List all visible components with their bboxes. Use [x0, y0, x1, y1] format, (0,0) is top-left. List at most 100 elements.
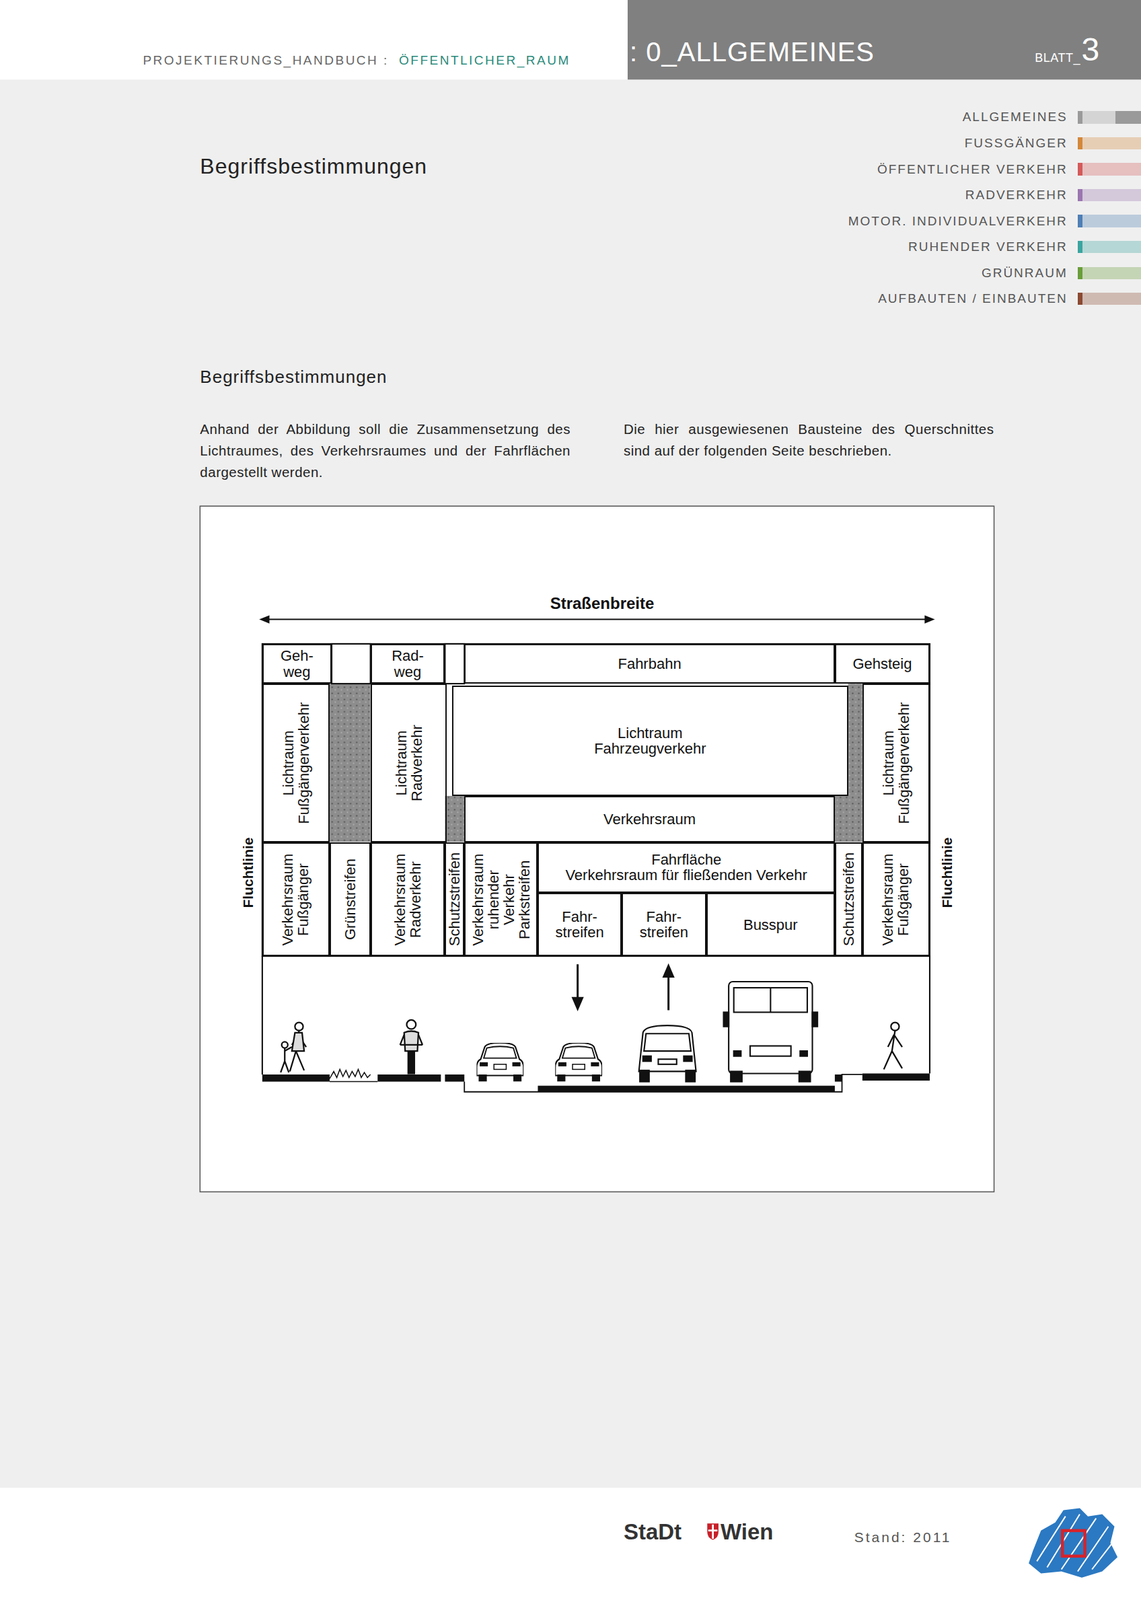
pedestrians-part	[281, 1041, 288, 1048]
cell-text: Gehsteig	[852, 655, 912, 673]
nav-item: RADVERKEHR	[965, 187, 1068, 203]
bus-part	[812, 1011, 819, 1026]
rotated-cell: Verkehrsraum Fußgänger	[862, 842, 930, 957]
table-frame-part	[331, 643, 371, 684]
bus-part	[799, 1050, 808, 1057]
table-cell: Fahr- streifen	[621, 892, 707, 956]
cell-text: Verkehrsraum Fußgänger	[280, 847, 312, 952]
bus-part	[730, 1071, 743, 1082]
table-cell: Lichtraum Fahrzeugverkehr	[452, 685, 849, 796]
rotated-cell: Lichtraum Fußgängerverkehr	[862, 683, 930, 842]
logo-text: Wien	[720, 1519, 774, 1545]
cell-text: Busspur	[743, 916, 798, 934]
body-text: Anhand der Abbildung soll die Zusammense…	[199, 418, 571, 484]
cell-text: Schutzstreifen	[840, 847, 857, 952]
van	[639, 1025, 697, 1082]
nav-swatch	[1077, 137, 1083, 150]
vienna-shield-part	[707, 1523, 719, 1540]
sheet-number: 3	[1081, 30, 1100, 68]
cars-part	[476, 1042, 524, 1082]
cell-text: Geh- weg	[274, 647, 319, 681]
grey-bands-part	[329, 683, 371, 842]
header-text: PROJEKTIERUNGS_HANDBUCH :	[142, 53, 389, 68]
nav-swatch	[1077, 267, 1083, 280]
cell-text: Fahrfläche	[651, 851, 722, 868]
cars-part	[555, 1042, 603, 1082]
rotated-cell: Schutzstreifen	[444, 842, 465, 957]
nav-swatch	[1077, 162, 1083, 175]
pedestrians-part	[280, 1046, 292, 1073]
pedestrians-part	[890, 1022, 899, 1031]
nav-swatch	[1077, 214, 1083, 227]
section-heading: Begriffsbestimmungen	[199, 365, 387, 387]
table-cell: Geh- weg	[262, 643, 332, 684]
nav-swatch	[1077, 189, 1083, 202]
nav-bar	[1082, 162, 1141, 175]
nav-bar	[1082, 214, 1141, 227]
rotated-cell: Lichtraum Radverkehr	[370, 683, 448, 842]
direction-arrows-part	[662, 963, 675, 978]
nav-item: GRÜNRAUM	[981, 265, 1068, 281]
ground-profile-part	[862, 1073, 930, 1081]
cell-text: Schutzstreifen	[446, 847, 463, 952]
bus-part	[733, 1050, 742, 1057]
nav-item: FUSSGÄNGER	[964, 135, 1068, 151]
vienna-shield-part	[708, 1529, 718, 1532]
ground-profile-part	[834, 1074, 843, 1082]
logo-text: StaDt	[623, 1519, 682, 1545]
cell-text: Lichtraum Fahrzeugverkehr	[590, 725, 710, 758]
nav-item: AUFBAUTEN / EINBAUTEN	[877, 291, 1068, 307]
ground-profile-part	[329, 1069, 371, 1079]
cell-text: Lichtraum Fußgängerverkehr	[280, 688, 312, 837]
nav-item: ALLGEMEINES	[962, 109, 1068, 125]
nav-bar	[1082, 137, 1141, 150]
rotated-cell: Grünstreifen	[329, 842, 371, 957]
van-part	[657, 1058, 677, 1065]
nav-bar	[1082, 189, 1141, 202]
bus-part	[733, 987, 808, 1012]
rotated-cell: Lichtraum Fußgängerverkehr	[262, 683, 330, 842]
cyclist-part	[400, 1034, 423, 1045]
direction-arrows-part	[667, 975, 670, 1011]
vienna-map-logo-part	[1028, 1508, 1118, 1578]
vienna-map-logo-part	[1062, 1530, 1085, 1557]
cars	[476, 1042, 603, 1082]
nav-bar	[1082, 267, 1141, 280]
bus	[723, 981, 819, 1082]
ground-profile-part	[329, 1081, 378, 1083]
width-arrow-part	[259, 614, 270, 623]
cell-text: Verkehrsraum ruhender Verkehr Parkstreif…	[470, 849, 533, 950]
pedestrians-part	[884, 1030, 903, 1070]
nav-swatch	[1077, 292, 1083, 305]
table-cell: Fahrbahn	[464, 643, 835, 684]
ground-profile-part	[537, 1085, 835, 1092]
direction-arrows-part	[576, 964, 579, 1000]
nav-bar	[1082, 292, 1141, 305]
dimension-label: Straßenbreite	[550, 594, 655, 613]
bus-part	[799, 1071, 811, 1082]
nav-item: MOTOR. INDIVIDUALVERKEHR	[848, 213, 1068, 229]
nav-swatch	[1077, 111, 1083, 124]
figure-frame	[199, 505, 994, 1192]
nav-item: RUHENDER VERKEHR	[908, 239, 1068, 255]
width-arrow-part	[267, 618, 927, 621]
vienna-map-logo	[1028, 1508, 1118, 1578]
page-grounds-part	[627, 0, 1141, 80]
page-grounds-part	[0, 79, 1141, 1488]
bus-part	[728, 981, 813, 1074]
cell-text: Fahrbahn	[617, 655, 681, 673]
width-arrow-part	[924, 614, 935, 623]
van-part	[643, 1056, 652, 1062]
vienna-map-logo-part-part	[1091, 1542, 1113, 1569]
table-frame	[262, 643, 930, 1075]
grey-bands-part	[444, 795, 465, 842]
vienna-shield-part	[711, 1524, 714, 1539]
ground-profile-part	[377, 1074, 441, 1082]
chapter-title: : 0_ALLGEMEINES	[629, 37, 875, 68]
direction-arrows-part	[571, 997, 584, 1012]
nav-bar	[1082, 240, 1141, 253]
table-frame-part	[929, 955, 931, 1074]
table-frame-part	[262, 643, 930, 956]
bus-part	[769, 987, 771, 1012]
van-part	[643, 1033, 691, 1051]
